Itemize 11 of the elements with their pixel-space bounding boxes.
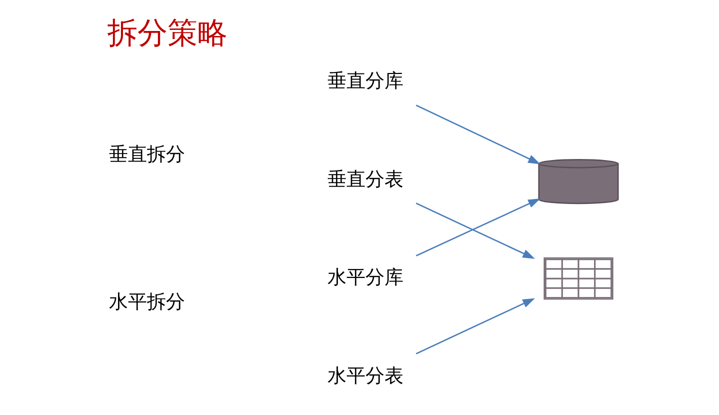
node-text: 水平拆分 (108, 290, 184, 314)
diagram-title: 拆分策略 (106, 16, 227, 52)
node-text: 水平分表 (326, 364, 403, 387)
node-text: 水平分库 (326, 266, 403, 289)
arrow (415, 198, 540, 256)
node-text: 垂直分表 (326, 167, 403, 190)
node-text: 垂直分库 (326, 68, 403, 92)
node-text: 垂直拆分 (108, 142, 184, 166)
arrow (415, 298, 534, 354)
arrow (415, 104, 540, 164)
arrow (415, 202, 534, 259)
